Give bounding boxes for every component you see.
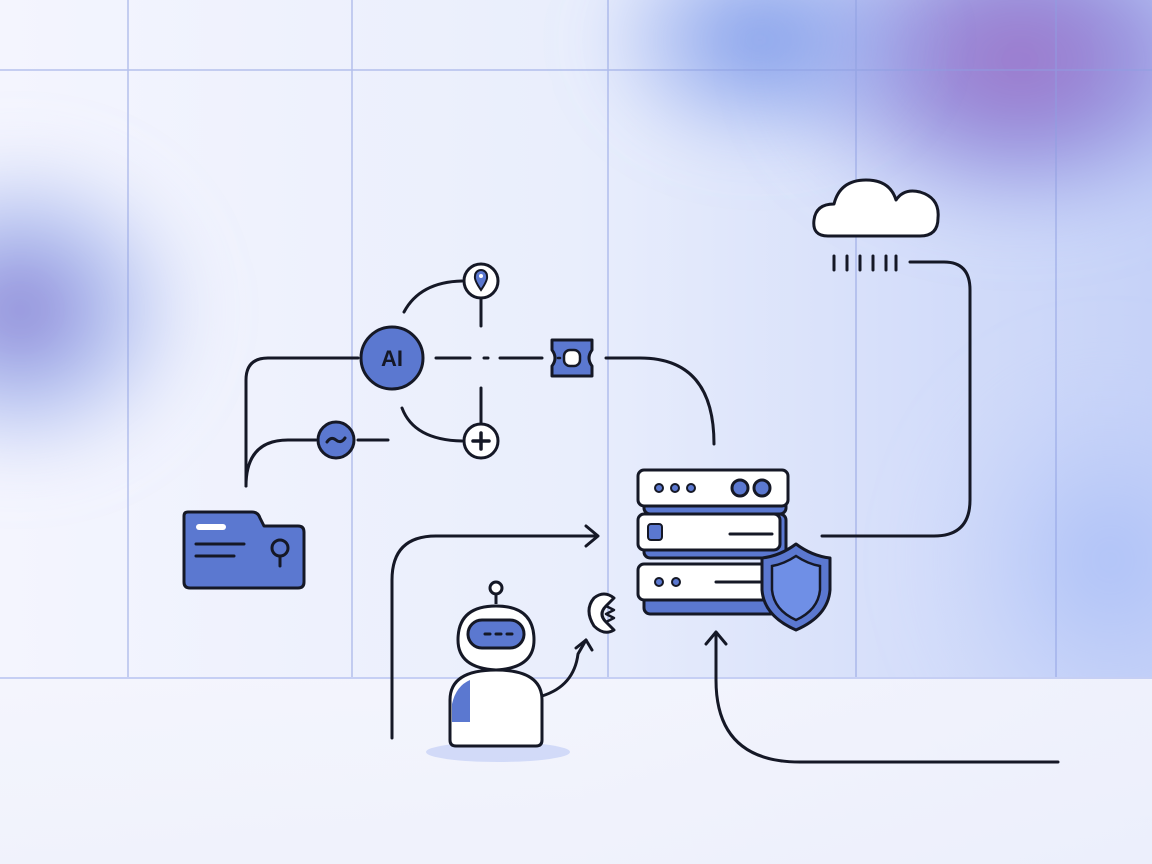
arrow-head-right bbox=[584, 524, 600, 548]
ai-label: AI bbox=[381, 346, 403, 371]
euro-coin-icon bbox=[587, 592, 616, 634]
server-unit-middle bbox=[636, 512, 788, 560]
connector-ai-to-pin bbox=[402, 279, 464, 314]
arrow-head-up bbox=[704, 630, 728, 646]
plus-circle-icon bbox=[462, 422, 500, 460]
connector-ai-to-plus bbox=[400, 406, 464, 443]
floor-plane bbox=[0, 678, 1152, 864]
connector-arrow-to-server bbox=[390, 534, 598, 740]
connector-lines bbox=[244, 260, 1060, 764]
cloud-rain-lines bbox=[832, 254, 898, 272]
robot-body bbox=[448, 668, 544, 748]
map-pin-icon bbox=[462, 262, 500, 300]
shield-icon bbox=[760, 542, 832, 632]
background-grid bbox=[0, 0, 1152, 678]
ai-circle-icon: AI bbox=[359, 325, 425, 391]
connector-arrow-up-to-server bbox=[714, 632, 1060, 764]
robot-antenna bbox=[488, 580, 504, 596]
connector-ticket-to-server bbox=[604, 356, 716, 446]
server-unit-top bbox=[636, 468, 790, 516]
server-icon bbox=[636, 468, 790, 616]
tilde-circle-icon bbox=[316, 420, 356, 460]
connector-cloud-to-shield bbox=[820, 260, 972, 538]
cloud-icon bbox=[812, 178, 940, 272]
robot-arm-fork bbox=[574, 638, 594, 652]
connector-robot-arm bbox=[540, 638, 588, 698]
ticket-icon bbox=[550, 338, 594, 378]
robot-icon bbox=[426, 580, 570, 762]
folder-icon bbox=[182, 510, 306, 590]
connector-ai-to-folder bbox=[244, 356, 360, 488]
connector-wave-to-folder bbox=[244, 438, 318, 488]
